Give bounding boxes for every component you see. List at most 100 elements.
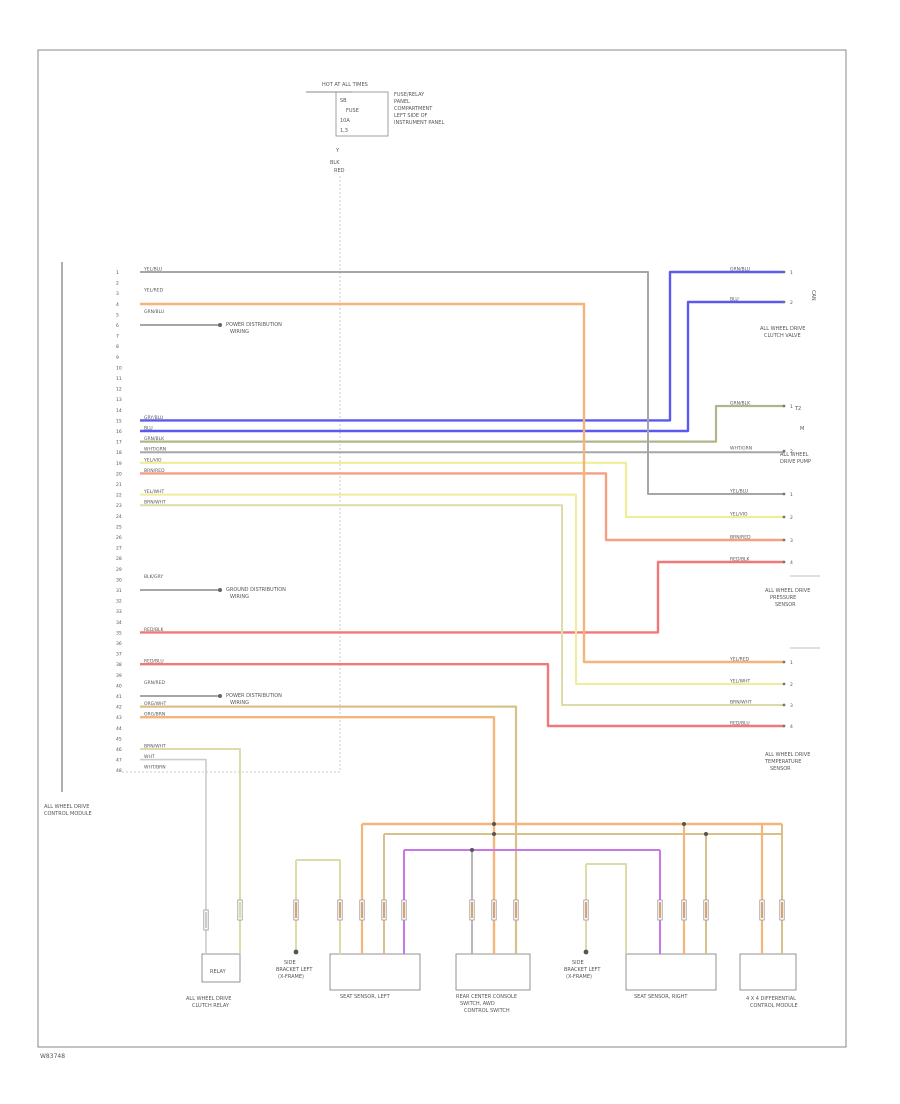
left-wire-label-48: WHT/BRN — [144, 765, 166, 771]
left-module-label-1: ALL WHEEL DRIVE — [44, 804, 89, 810]
left-pin-2: 2 — [116, 281, 119, 287]
left-wire-label-20: BRN/RED — [144, 468, 165, 474]
right-pin-g4-1: 1 — [790, 660, 793, 666]
fuse-feed-wire — [120, 176, 341, 773]
right-group3-label-1: ALL WHEEL DRIVE — [765, 588, 810, 594]
right-wire-label-g2-1: GRN/BLK — [730, 401, 751, 407]
right-pin-dot-g3-1 — [782, 492, 786, 496]
left-pin-12: 12 — [116, 387, 122, 393]
fuse-pin-4: 1,3 — [340, 128, 348, 134]
left-pin-47: 47 — [116, 758, 122, 764]
right-wire-label-g2-2: WHT/GRN — [730, 446, 752, 452]
left-wire-label-17: GRN/BLK — [144, 436, 165, 442]
left-pin-10: 10 — [116, 365, 122, 371]
left-wire-label-43: ORG/BRN — [144, 712, 165, 718]
side-note-line2-2: WIRING — [230, 700, 249, 706]
fuse-box-line-5: INSTRUMENT PANEL — [394, 120, 444, 126]
right-pin-dot-g4-2 — [782, 682, 786, 686]
wire-ground-left — [296, 859, 341, 954]
component-box-center-console — [455, 953, 531, 991]
fuse-pin-2: FUSE — [346, 108, 359, 114]
left-pin-6: 6 — [116, 323, 119, 329]
left-wire-label-15: GRY/BLU — [144, 415, 163, 421]
side-note-line2-1: WIRING — [230, 594, 249, 600]
right-pin-g1-1: 1 — [790, 270, 793, 276]
footer-code: W83748 — [40, 1053, 65, 1060]
right-group1-label-1: ALL WHEEL DRIVE — [760, 326, 805, 332]
right-pin-dot-g1-2 — [782, 300, 786, 304]
right-pin-dot-g3-3 — [782, 538, 786, 542]
left-pin-38: 38 — [116, 662, 122, 668]
wire-yel-wht — [140, 493, 784, 685]
right-pin-dot-g4-3 — [782, 703, 786, 707]
left-wire-label-18: WHT/GRN — [144, 447, 166, 453]
wire-grn-blu-can — [140, 270, 784, 422]
right-tag-m: M — [800, 426, 804, 432]
right-group2-label-2: DRIVE PUMP — [780, 459, 811, 465]
wire-relay-wht — [140, 758, 207, 954]
left-wire-label-16: BLU — [144, 426, 153, 432]
fuse-box-line-2: PANEL — [394, 99, 410, 105]
left-wire-label-35: RED/BLK — [144, 627, 165, 633]
side-note-line1-1: GROUND DISTRIBUTION — [226, 587, 286, 593]
left-pin-31: 31 — [116, 588, 122, 594]
left-pin-14: 14 — [116, 408, 122, 414]
right-pin-g4-3: 3 — [790, 703, 793, 709]
right-tag-can: CAN — [810, 290, 816, 301]
junction-dot-1 — [492, 832, 496, 836]
right-group3-label-2: PRESSURE — [770, 595, 796, 601]
left-pin-35: 35 — [116, 630, 122, 636]
side-note-arrow-1 — [218, 588, 222, 592]
left-wire-label-40: GRN/RED — [144, 680, 165, 686]
right-pin-dot-g4-4 — [782, 724, 786, 728]
side-note-line1-2: POWER DISTRIBUTION — [226, 693, 282, 699]
left-pin-11: 11 — [116, 376, 122, 382]
awd-control-label-2: CONTROL MODULE — [750, 1003, 798, 1009]
junction-dot-3 — [704, 832, 708, 836]
junction-dot-0 — [492, 822, 496, 826]
left-pin-22: 22 — [116, 493, 122, 499]
right-pin-g1-2: 2 — [790, 300, 793, 306]
right-wire-label-g1-1: GRN/BLU — [730, 267, 750, 273]
right-group4-label-2: TEMPERATURE — [764, 759, 801, 765]
right-pin-dot-g2-1 — [782, 404, 786, 408]
awd-control-label-1: 4 X 4 DIFFERENTIAL — [746, 996, 796, 1002]
left-wire-label-46: BRN/WHT — [144, 744, 166, 750]
left-pin-7: 7 — [116, 334, 119, 340]
ground-right-2: BRACKET LEFT — [564, 967, 601, 973]
left-wire-label-38: RED/BLU — [144, 659, 164, 665]
console-label-3: CONTROL SWITCH — [464, 1008, 510, 1014]
left-pin-19: 19 — [116, 461, 122, 467]
left-pin-27: 27 — [116, 546, 122, 552]
left-pin-48: 48 — [116, 768, 122, 774]
left-pin-17: 17 — [116, 440, 122, 446]
seat-left-label: SEAT SENSOR, LEFT — [340, 994, 391, 1000]
ground-right-1: SIDE — [572, 960, 584, 966]
right-wire-label-g3-3: BRN/RED — [730, 535, 751, 541]
fuse-pin-3: 10A — [340, 118, 350, 124]
fuse-box-line-3: COMPARTMENT — [394, 106, 433, 112]
left-pin-5: 5 — [116, 312, 119, 318]
right-group3-label-3: SENSOR — [775, 602, 796, 608]
wire-grn-blk-pump — [140, 404, 784, 443]
right-pin-g2-2: 2 — [790, 449, 793, 455]
left-pin-33: 33 — [116, 609, 122, 615]
left-pin-18: 18 — [116, 450, 122, 456]
fuse-box-line-1: FUSE/RELAY — [394, 92, 425, 98]
component-box-seat-sensor-right — [625, 953, 717, 991]
right-wire-label-g3-2: YEL/VIO — [729, 512, 748, 518]
left-wire-label-5: GRN/BLU — [144, 309, 164, 315]
right-wire-label-g1-2: BLU — [730, 297, 739, 303]
left-wire-label-47: WHT — [144, 754, 155, 760]
wire-yel-red — [140, 302, 784, 664]
right-pin-g3-1: 1 — [790, 492, 793, 498]
left-wire-label-19: YEL/VIO — [143, 457, 162, 463]
left-pin-16: 16 — [116, 429, 122, 435]
left-pin-25: 25 — [116, 524, 122, 530]
right-tag-t2: T2 — [794, 406, 801, 412]
left-module-label-2: CONTROL MODULE — [44, 811, 92, 817]
wire-brn-wht — [140, 504, 784, 706]
left-pin-34: 34 — [116, 620, 122, 626]
